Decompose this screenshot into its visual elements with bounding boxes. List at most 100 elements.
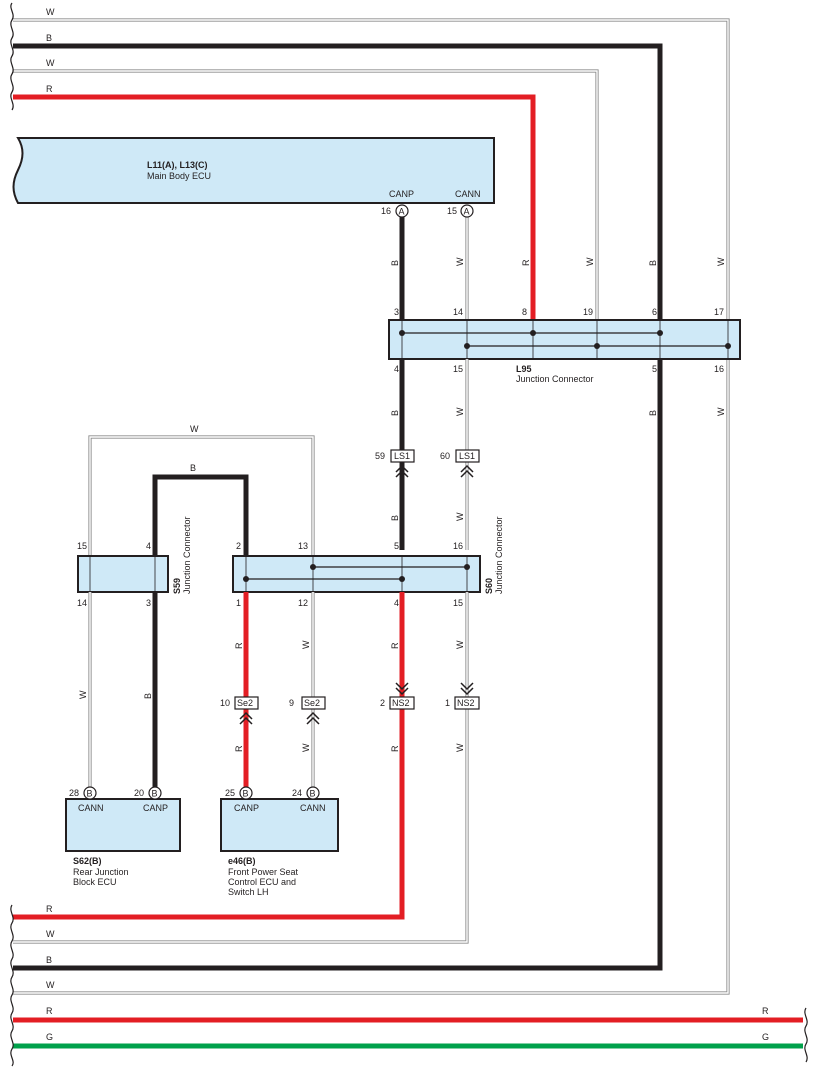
pin-num: 20 <box>134 788 144 798</box>
ecu-connector-a-canp <box>395 204 409 218</box>
pin-num: 5 <box>652 364 657 374</box>
svg-text:Se2: Se2 <box>304 698 320 708</box>
svg-text:B: B <box>87 789 93 799</box>
wire-label-w: W <box>455 407 465 416</box>
wire-label-w: W <box>190 424 199 434</box>
main-body-ecu-box <box>12 137 495 204</box>
e46-id: e46(B) <box>228 856 256 866</box>
wire-label-w: W <box>301 743 311 752</box>
wire-label-r: R <box>46 904 53 914</box>
pin-num: 14 <box>453 307 463 317</box>
wire-label-w: W <box>46 929 55 939</box>
svg-text:59: 59 <box>375 451 385 461</box>
pin-num: 4 <box>394 598 399 608</box>
pin-num: 16 <box>714 364 724 374</box>
conn-letter: A <box>464 207 470 217</box>
s60-junction-box <box>232 555 481 593</box>
s62-connector-b-cann <box>83 786 97 800</box>
wire-label-w: W <box>455 512 465 521</box>
wire-label-r: R <box>234 642 244 649</box>
wire-label-w: W <box>78 690 88 699</box>
s62-ecu-box <box>65 798 181 852</box>
s59-name: Junction Connector <box>182 516 192 594</box>
e46-connector-b-canp <box>239 786 253 800</box>
e46-ecu-box <box>220 798 339 852</box>
svg-text:LS1: LS1 <box>459 451 475 461</box>
inline-connector-ls1-60: LS1 60 <box>440 449 480 478</box>
main-body-ecu-id: L11(A), L13(C) <box>147 160 208 170</box>
svg-text:B: B <box>152 789 158 799</box>
svg-text:Se2: Se2 <box>237 698 253 708</box>
ecu-pin-canp: CANP <box>389 189 414 199</box>
main-body-ecu-name: Main Body ECU <box>147 171 211 181</box>
wire-label-w: W <box>46 980 55 990</box>
wire-b-main <box>13 43 663 971</box>
pin-num: 28 <box>69 788 79 798</box>
wire-w-s59-s60 <box>88 435 315 556</box>
s60-id: S60 <box>484 578 494 594</box>
svg-text:1: 1 <box>445 698 450 708</box>
wire-label-w: W <box>585 257 595 266</box>
e46-name-line1: Front Power Seat <box>228 867 299 877</box>
pin-num: 4 <box>394 364 399 374</box>
svg-text:10: 10 <box>220 698 230 708</box>
e46-name-line3: Switch LH <box>228 887 269 897</box>
pin-num: 25 <box>225 788 235 798</box>
e46-pin-cann: CANN <box>300 803 326 813</box>
wire-label-r: R <box>390 642 400 649</box>
e46-name-line2: Control ECU and <box>228 877 296 887</box>
pin-num: 12 <box>298 598 308 608</box>
wire-label-r: R <box>521 259 531 266</box>
pin-num: 3 <box>146 598 151 608</box>
wire-label-r: R <box>762 1006 769 1016</box>
svg-text:NS2: NS2 <box>457 698 475 708</box>
s59-junction-box <box>77 555 169 593</box>
wire-label-r: R <box>234 745 244 752</box>
pin-num: 15 <box>453 364 463 374</box>
pin-num: 17 <box>714 307 724 317</box>
wire-label-w: W <box>716 257 726 266</box>
svg-text:B: B <box>310 789 316 799</box>
wire-label-w: W <box>455 257 465 266</box>
wire-label-r: R <box>46 1006 53 1016</box>
pin-num: 19 <box>583 307 593 317</box>
wire-label-w: W <box>455 743 465 752</box>
s62-pin-cann: CANN <box>78 803 104 813</box>
pin-num: 24 <box>292 788 302 798</box>
pin-num: 3 <box>394 307 399 317</box>
svg-text:LS1: LS1 <box>394 451 410 461</box>
pin-num: 4 <box>146 541 151 551</box>
wire-label-b: B <box>190 463 196 473</box>
pin-num: 16 <box>381 206 391 216</box>
l95-name: Junction Connector <box>516 374 594 384</box>
pin-num: 16 <box>453 541 463 551</box>
wire-label-g: G <box>762 1032 769 1042</box>
wire-label-b: B <box>390 260 400 266</box>
s60-name: Junction Connector <box>494 516 504 594</box>
break-line-bottom-left <box>10 904 14 1067</box>
pin-num: 1 <box>236 598 241 608</box>
wire-label-w: W <box>301 640 311 649</box>
l95-junction-box <box>388 319 741 360</box>
svg-text:60: 60 <box>440 451 450 461</box>
svg-text:9: 9 <box>289 698 294 708</box>
wire-label-b: B <box>143 693 153 699</box>
pin-num: 15 <box>77 541 87 551</box>
conn-letter: A <box>399 207 405 217</box>
wire-label-w: W <box>716 407 726 416</box>
s59-id: S59 <box>172 578 182 594</box>
inline-connector-ls1-59: LS1 59 <box>375 449 415 478</box>
wire-b-s59-s60 <box>152 474 249 556</box>
wire-label-b: B <box>648 260 658 266</box>
top-wires <box>13 18 730 995</box>
wire-label-w: W <box>455 640 465 649</box>
wire-label-r: R <box>46 84 53 94</box>
ecu-pin-cann: CANN <box>455 189 481 199</box>
pin-num: 13 <box>298 541 308 551</box>
l95-id: L95 <box>516 364 532 374</box>
e46-connector-b-cann <box>306 786 320 800</box>
inline-connector-se2-9: Se2 9 <box>289 696 326 725</box>
s62-pin-canp: CANP <box>143 803 168 813</box>
wire-label-w: W <box>46 7 55 17</box>
